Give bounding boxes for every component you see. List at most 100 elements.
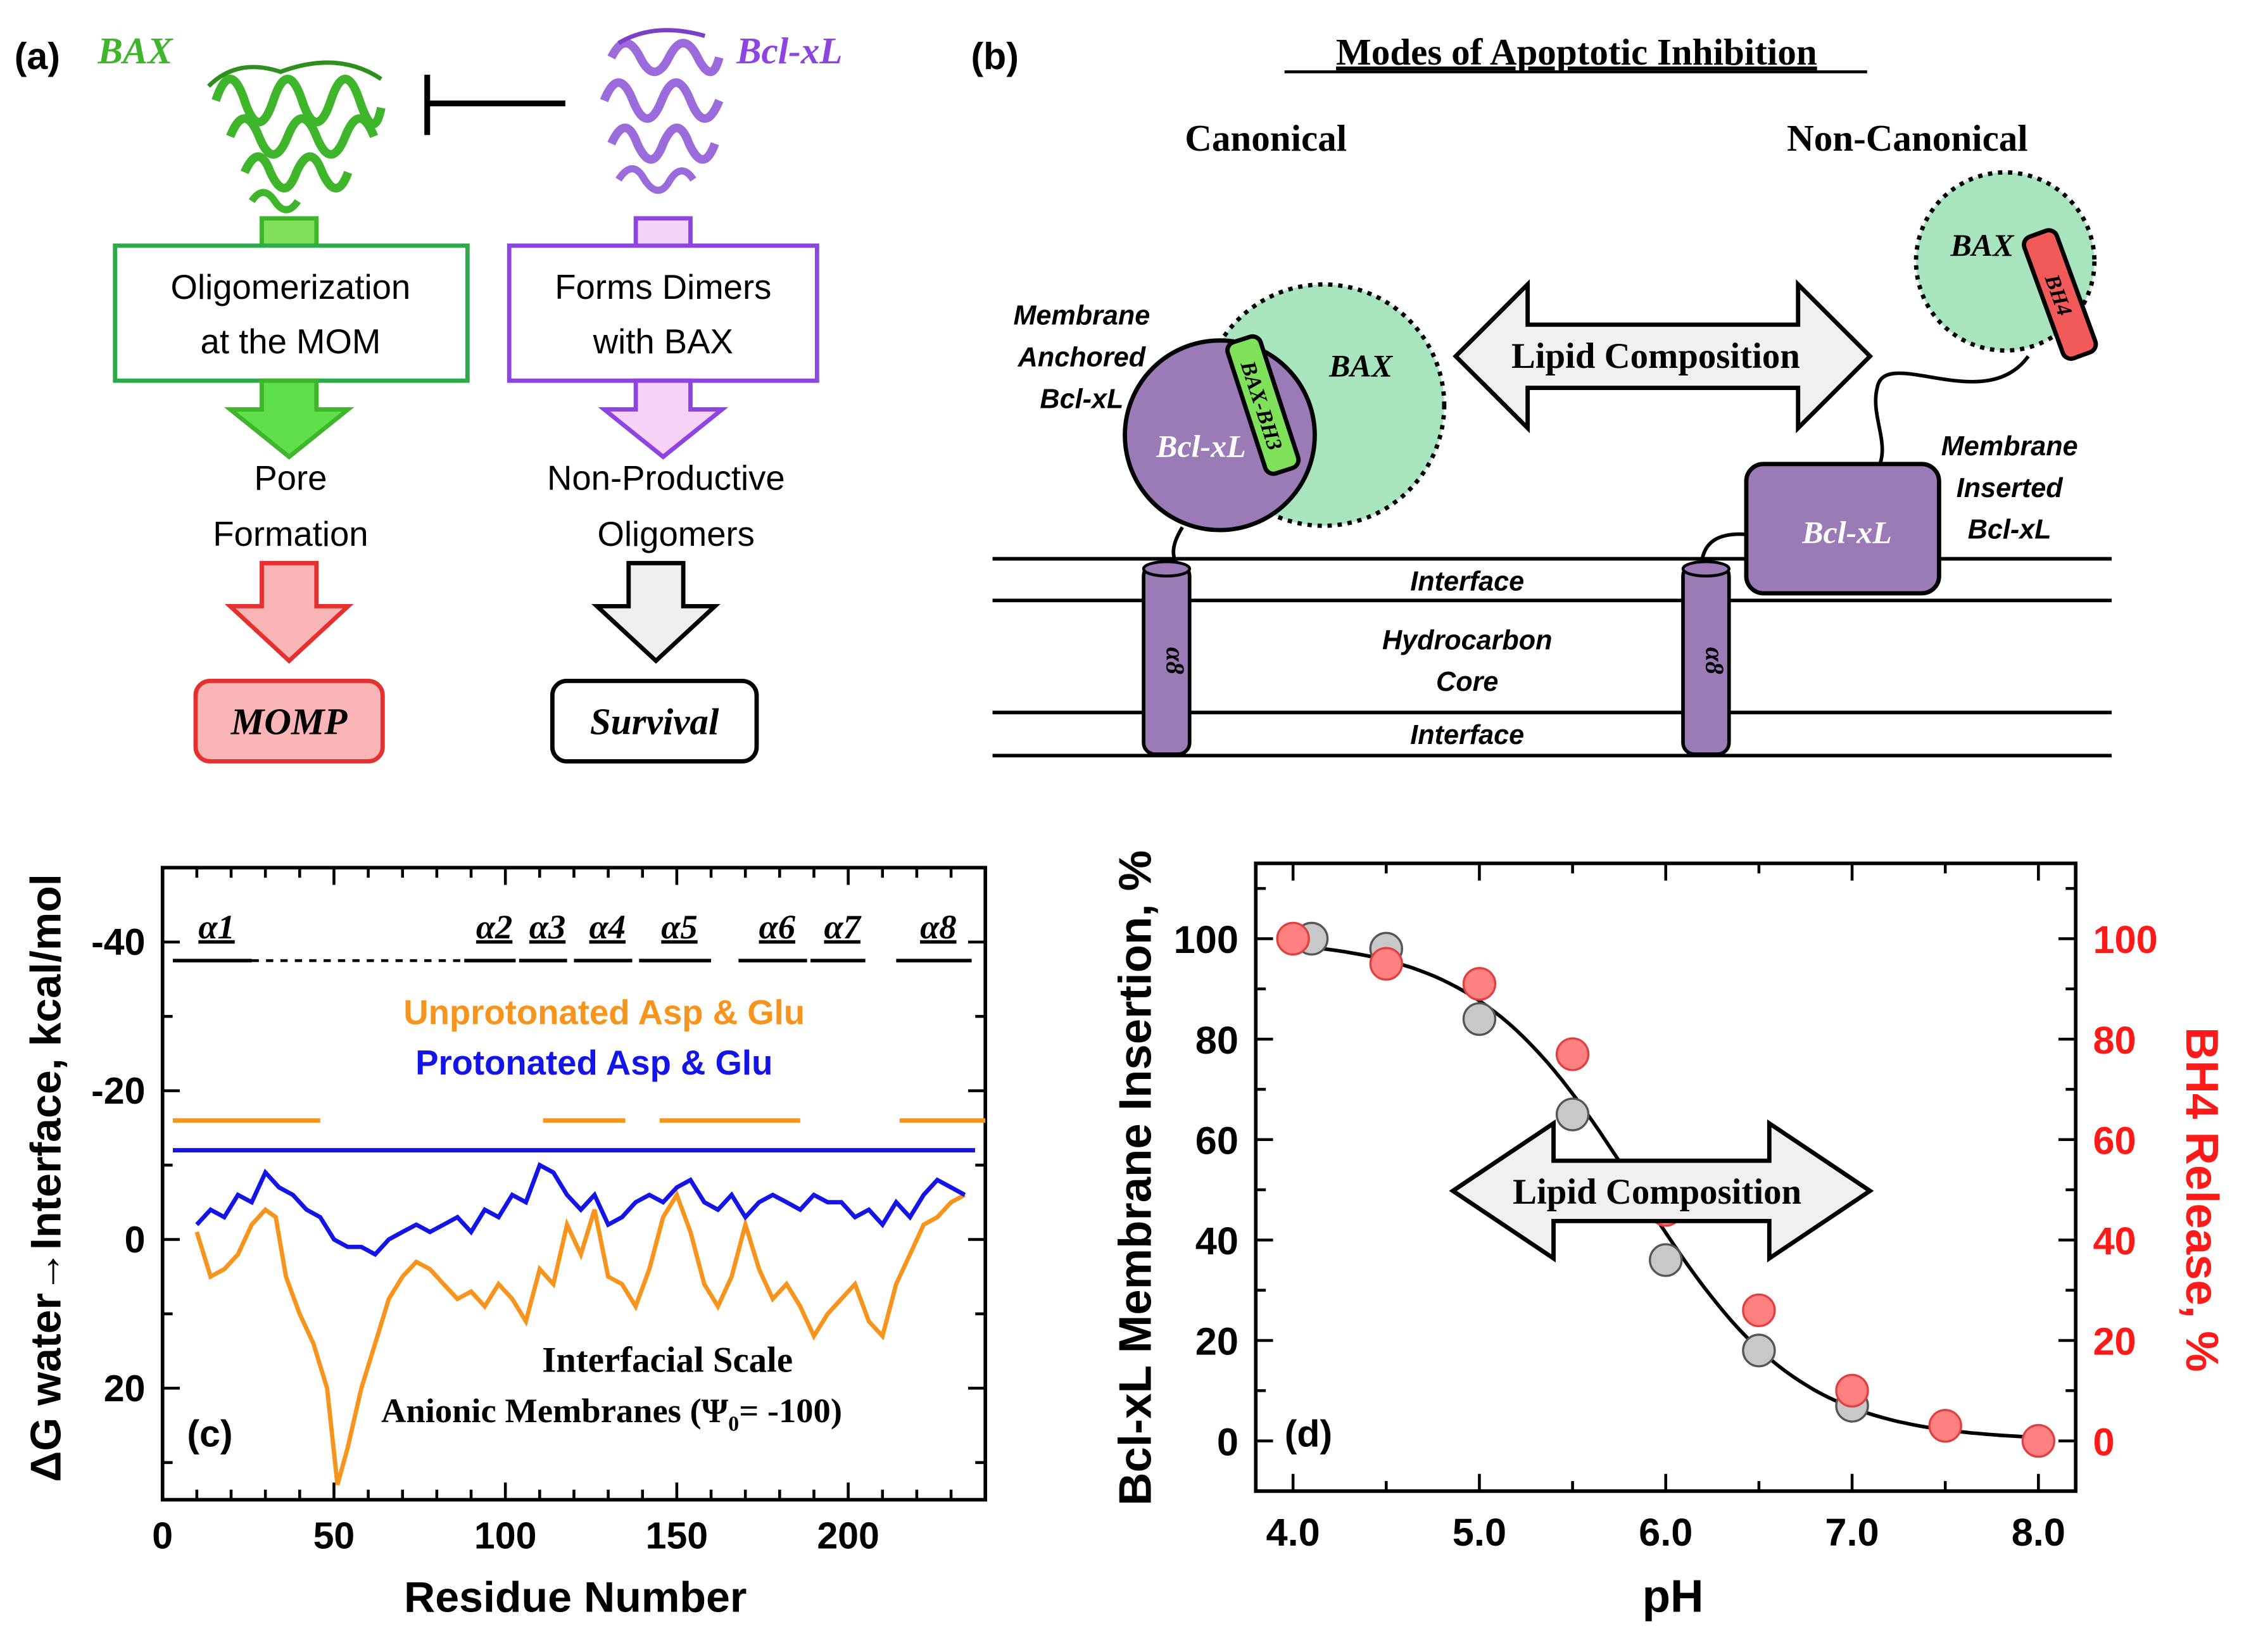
d-ytick-label: 100 [1174, 918, 1239, 961]
alpha8-label-noncanonical: α8 [1700, 647, 1729, 674]
c-xtick-label: 200 [817, 1515, 879, 1557]
bax-down-arrow [224, 378, 355, 460]
nonproductive-line1: Non-Productive [547, 459, 785, 498]
unprotonated-series-line [194, 1190, 966, 1485]
membrane-anchored-line1: Membrane [1013, 301, 1150, 331]
panel-c-note-line1: Interfacial Scale [542, 1340, 793, 1380]
protonated-series-line [195, 1162, 966, 1258]
helix-label: α5 [661, 907, 697, 946]
oligomerization-box [113, 243, 470, 383]
membrane-anchored-line2: Anchored [1018, 343, 1147, 373]
bax-protein-structure [207, 60, 386, 213]
pore-line2: Formation [213, 515, 368, 553]
bh4-release-point [2021, 1423, 2056, 1458]
panel-d-ylabel-right: BH4 Release, % [2176, 1027, 2228, 1372]
d-ytick-label: 20 [1195, 1320, 1239, 1363]
survival-label: Survival [590, 700, 719, 742]
bclxl-arrow-stem [633, 216, 693, 249]
bh4-release-point [1555, 1037, 1590, 1071]
d-ytick-label-right: 100 [2093, 918, 2157, 961]
panel-c-note-subscript: 0 [728, 1413, 739, 1436]
oligomerization-line1: Oligomerization [171, 268, 411, 306]
insertion-point [1649, 1243, 1683, 1277]
panel-c-note-value: = -100) [739, 1391, 842, 1430]
d-ytick-label: 40 [1195, 1220, 1239, 1263]
core-line1: Hydrocarbon [1382, 625, 1553, 655]
c-ytick-label: -20 [91, 1070, 145, 1112]
c-xtick-label: 150 [646, 1515, 709, 1557]
d-xtick-label: 7.0 [1825, 1511, 1879, 1554]
d-ytick-label: 0 [1217, 1420, 1239, 1463]
bh4-release-point [1276, 921, 1310, 956]
bax-arrow-stem [260, 216, 319, 249]
insertion-point [1462, 1002, 1497, 1037]
momp-label: MOMP [230, 700, 348, 742]
core-line2: Core [1436, 667, 1498, 697]
membrane-inserted-line2: Inserted [1957, 473, 2064, 503]
panel-c-ylabel: ΔG water→Interface, kcal/mol [22, 874, 70, 1482]
panel-b: (b) Modes of Apoptotic Inhibition Canoni… [971, 31, 2112, 758]
membrane-inserted-line1: Membrane [1941, 431, 2078, 462]
interface-top-label: Interface [1410, 566, 1524, 596]
d-ytick-label-right: 0 [2093, 1420, 2114, 1463]
helix-label: α1 [198, 907, 234, 946]
lipid-composition-label-d: Lipid Composition [1513, 1172, 1801, 1212]
insertion-point [1742, 1334, 1776, 1368]
bh4-release-point [1835, 1373, 1869, 1408]
noncanonical-linker-bottom [1699, 532, 1747, 564]
bh4-release-point [1742, 1293, 1776, 1328]
c-ytick-label: -40 [91, 921, 145, 963]
panel-d-label: (d) [1285, 1413, 1332, 1455]
bclxl-box-noncanonical [1744, 462, 1941, 596]
panel-b-label: (b) [971, 35, 1018, 77]
alpha8-label-canonical: α8 [1161, 647, 1189, 674]
helix-label: α8 [920, 907, 956, 946]
panel-a: (a) BAX Bcl-xL Oligomerization at the MO… [15, 28, 842, 764]
d-ytick-label-right: 40 [2093, 1220, 2136, 1263]
bclxl-label-canonical: Bcl-xL [1156, 428, 1246, 463]
membrane-anchored-line3: Bcl-xL [1040, 384, 1123, 414]
helix-label: α6 [759, 907, 796, 946]
lipid-composition-arrow-d [1449, 1119, 1874, 1263]
bax-label-noncanonical: BAX [1950, 227, 2015, 263]
bclxl-title: Bcl-xL [736, 30, 842, 72]
d-ytick-label-right: 20 [2093, 1320, 2136, 1363]
fit-curve [1292, 943, 2039, 1439]
c-xtick-label: 0 [152, 1515, 173, 1557]
bax-label-canonical: BAX [1328, 348, 1394, 383]
d-xtick-label: 5.0 [1453, 1511, 1506, 1554]
bh4-helix: BH4 [2022, 228, 2098, 361]
interface-bottom-label: Interface [1410, 720, 1524, 750]
helix-label: α7 [824, 907, 862, 946]
lipid-composition-arrow-b [1453, 279, 1874, 434]
c-xtick-label: 100 [474, 1515, 537, 1557]
d-xtick-label: 8.0 [2012, 1511, 2065, 1554]
nonproductive-line2: Oligomers [598, 515, 755, 553]
panel-b-title: Modes of Apoptotic Inhibition [1336, 31, 1817, 73]
panel-d-xlabel: pH [1642, 1571, 1704, 1622]
noncanonical-label: Non-Canonical [1787, 117, 2028, 159]
d-xtick-label: 6.0 [1639, 1511, 1692, 1554]
bax-title: BAX [97, 30, 173, 72]
survival-down-arrow [591, 560, 721, 664]
d-xtick-label: 4.0 [1266, 1511, 1320, 1554]
insertion-point [1555, 1097, 1590, 1132]
legend-protonated: Protonated Asp & Glu [415, 1044, 772, 1082]
canonical-label: Canonical [1185, 117, 1347, 159]
bclxl-label-noncanonical: Bcl-xL [1801, 515, 1892, 550]
noncanonical-linker-top [1874, 355, 2030, 471]
helix-label: α2 [476, 907, 512, 946]
panel-c-note-main: Anionic Membranes (Ψ [381, 1391, 729, 1430]
forms-dimers-line1: Forms Dimers [555, 268, 771, 306]
panel-c-label: (c) [187, 1413, 232, 1455]
momp-box [193, 678, 385, 764]
lipid-composition-label-b: Lipid Composition [1511, 336, 1800, 376]
pore-line1: Pore [254, 459, 327, 498]
bh4-release-point [1928, 1409, 1962, 1443]
bh4-release-point [1369, 947, 1403, 981]
